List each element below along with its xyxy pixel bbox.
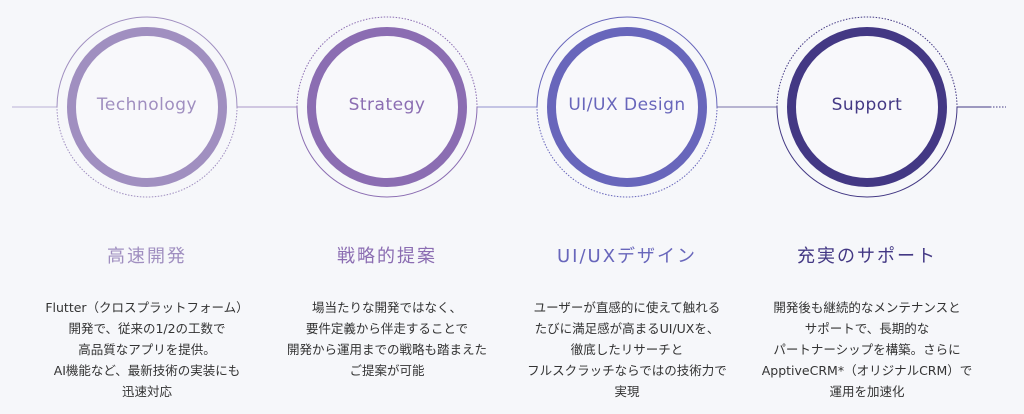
description-line: ご提案が可能 [349,363,425,378]
step-ring-4 [787,27,947,187]
description-line: 場当たりな開発ではなく、 [311,300,462,315]
description-line: フルスクラッチならではの技術力で [527,363,727,378]
outer-ring-arc [296,106,478,198]
description-line: たびに満足感が高まるUI/UXを、 [534,321,720,336]
feature-title: 戦略的提案 [337,246,437,267]
description-line: 徹底したリサーチと [570,342,684,357]
feature-title: 高速開発 [107,246,187,267]
outer-ring-arc [56,16,238,108]
feature-description: 場当たりな開発ではなく、要件定義から伴走することで開発から運用までの戦略も踏まえ… [267,297,507,381]
feature-column: 戦略的提案場当たりな開発ではなく、要件定義から伴走することで開発から運用までの戦… [267,244,507,381]
description-line: 開発で、従来の1/2の工数で [68,321,226,336]
description-line: 開発から運用までの戦略も踏まえた [286,342,487,357]
feature-title: 充実のサポート [797,246,937,267]
outer-ring-arc [776,106,958,198]
description-line: 迅速対応 [121,384,172,399]
step-ring-3 [547,27,707,187]
feature-column: 高速開発 Flutter（クロスプラットフォーム） 開発で、従来の1/2の工数で高品… [27,244,267,402]
description-line: 開発後も継続的なメンテナンスと [773,300,961,315]
outer-ring-arc [56,106,238,198]
feature-column: 充実のサポート開発後も継続的なメンテナンスとサポートで、長期的なパートナーシップ… [747,244,987,402]
outer-ring-arc [536,106,718,198]
feature-description: Flutter（クロスプラットフォーム） 開発で、従来の1/2の工数で高品質なアプ… [27,297,267,402]
description-line: Flutter（クロスプラットフォーム） [45,300,249,315]
feature-description: 開発後も継続的なメンテナンスとサポートで、長期的なパートナーシップを構築。さらに… [747,297,987,402]
step-label: UI/UX Design [568,95,686,115]
step-label: Technology [96,95,198,115]
feature-title: UI/UXデザイン [556,246,698,267]
outer-ring-arc [776,16,958,108]
step-ring-1 [67,27,227,187]
feature-column: UI/UXデザインユーザーが直感的に使えて触れるたびに満足感が高まるUI/UXを… [507,244,747,402]
description-line: 運用を加速化 [829,384,905,399]
outer-ring-arc [296,16,478,108]
description-line: ApptiveCRM*（オリジナルCRM）で [761,363,973,378]
outer-ring-arc [536,16,718,108]
description-line: サポートで、長期的な [804,321,930,336]
description-line: ユーザーが直感的に使えて触れる [533,300,721,315]
step-label: Support [831,95,903,115]
process-diagram [12,16,1006,198]
description-line: 要件定義から伴走することで [305,321,469,336]
feature-description: ユーザーが直感的に使えて触れるたびに満足感が高まるUI/UXを、徹底したリサーチ… [507,297,747,402]
description-line: 高品質なアプリを提供。 [78,342,216,357]
description-line: 実現 [614,384,640,399]
step-ring-2 [307,27,467,187]
description-line: パートナーシップを構築。さらに [773,342,961,357]
description-line: AI機能など、最新技術の実装にも [53,363,241,378]
step-label: Strategy [348,95,426,115]
